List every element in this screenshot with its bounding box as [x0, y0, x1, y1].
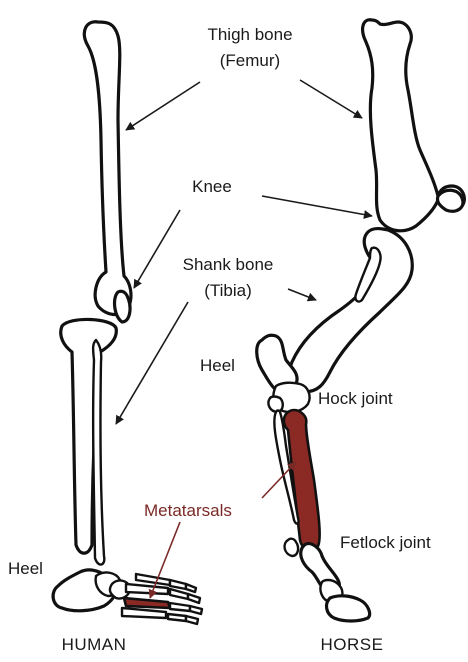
label-shank-bone: Shank bone	[183, 255, 274, 274]
horse-tarsal-small	[268, 397, 282, 413]
label-metatarsals: Metatarsals	[144, 501, 232, 520]
human-patella	[115, 291, 130, 322]
label-knee: Knee	[192, 177, 232, 196]
label-hock-joint: Hock joint	[318, 389, 393, 408]
label-femur: (Femur)	[220, 51, 280, 70]
arrow-shank-horse	[288, 289, 316, 300]
arrow-knee-horse	[262, 196, 372, 216]
human-leg	[53, 22, 202, 624]
horse-hoof-bone	[327, 596, 370, 621]
label-tibia: (Tibia)	[204, 281, 252, 300]
label-heel-horse: Heel	[200, 356, 235, 375]
human-toes	[168, 580, 202, 624]
horse-tibia	[289, 229, 412, 392]
arrow-thigh-human	[126, 82, 200, 130]
human-tibia	[61, 319, 117, 553]
human-femur	[84, 22, 131, 315]
human-fibula	[93, 340, 104, 565]
human-metatarsals	[122, 574, 170, 618]
arrow-knee-human	[134, 210, 180, 288]
label-human: HUMAN	[62, 635, 127, 654]
human-metatarsal-highlight	[124, 598, 170, 608]
label-heel-human: Heel	[8, 559, 43, 578]
label-fetlock-joint: Fetlock joint	[340, 533, 431, 552]
horse-leg	[257, 20, 465, 621]
horse-sesamoid	[285, 539, 299, 556]
arrow-thigh-horse	[300, 80, 362, 118]
horse-patella	[437, 190, 462, 211]
label-thigh-bone: Thigh bone	[207, 25, 292, 44]
label-horse: HORSE	[321, 635, 384, 654]
